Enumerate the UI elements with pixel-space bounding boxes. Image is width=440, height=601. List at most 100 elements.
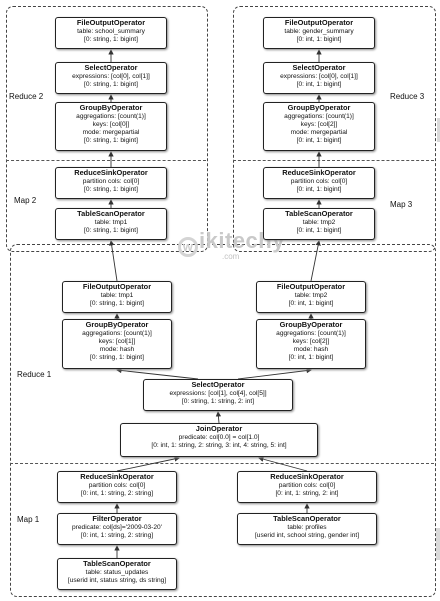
node-title: TableScanOperator — [83, 559, 151, 568]
node-title: SelectOperator — [84, 63, 138, 72]
node-line: partition cols: col[0] — [88, 481, 146, 489]
node-title: GroupByOperator — [279, 320, 343, 329]
select-operator-node: SelectOperator expressions: [col[0], col… — [55, 62, 167, 94]
node-line: expressions: [col[0], col[1]] — [280, 72, 358, 80]
group-by-operator-node: GroupByOperator aggregations: [count(1)]… — [62, 319, 172, 369]
reduce-sink-operator-node: ReduceSinkOperator partition cols: col[0… — [263, 167, 375, 199]
node-line: [0: int, 1: string, 2: string] — [80, 531, 154, 539]
flow-arrow-r1_select-to-r1_groupby1 — [116, 367, 199, 380]
reduce-sink-operator-node: ReduceSinkOperator partition cols: col[0… — [55, 167, 167, 199]
group-by-operator-node: GroupByOperator aggregations: [count(1)]… — [55, 102, 167, 151]
node-line: table: tmp1 — [94, 218, 128, 226]
node-title: GroupByOperator — [85, 320, 149, 329]
node-line: aggregations: [count(1)] — [82, 329, 152, 337]
node-line: aggregations: [count(1)] — [284, 112, 354, 120]
node-title: GroupByOperator — [287, 103, 351, 112]
node-line: aggregations: [count(1)] — [76, 112, 146, 120]
node-line: table: school_summary — [77, 27, 145, 35]
node-line: [userid int, school string, gender int] — [254, 531, 360, 539]
node-line: aggregations: [count(1)] — [276, 329, 346, 337]
select-operator-node: SelectOperator expressions: [col[1], col… — [143, 379, 293, 411]
stage-1-box — [10, 244, 436, 597]
reduce-sink-operator-node: ReduceSinkOperator partition cols: col[0… — [237, 471, 377, 503]
node-line: [0: string, 1: bigint] — [84, 35, 138, 43]
node-line: table: tmp1 — [100, 291, 134, 299]
table-scan-operator-node: TableScanOperator table: profiles [useri… — [237, 513, 377, 545]
node-title: FileOutputOperator — [284, 18, 354, 27]
table-scan-operator-node: TableScanOperator table: tmp1 [0: string… — [55, 208, 167, 240]
node-line: predicate: col[ds]='2009-03-20' — [72, 523, 162, 531]
flow-arrow-r1_fileout2-to-m3_tablescan — [310, 240, 321, 282]
node-line: [0: string, 1: bigint] — [84, 185, 138, 193]
node-line: [0: string, 1: bigint] — [90, 299, 144, 307]
node-line: [0: string, 1: bigint] — [84, 226, 138, 234]
node-title: FileOutputOperator — [76, 18, 146, 27]
node-line: [0: int, 1: bigint] — [296, 35, 342, 43]
node-title: TableScanOperator — [285, 209, 353, 218]
node-title: FileOutputOperator — [276, 282, 346, 291]
node-line: keys: [col[2]] — [300, 120, 338, 128]
file-output-operator-node: FileOutputOperator table: school_summary… — [55, 17, 167, 49]
node-title: TableScanOperator — [273, 514, 341, 523]
node-line: [0: int, 1: string, 2: int] — [275, 489, 339, 497]
node-line: [0: string, 1: string, 2: int] — [181, 397, 255, 405]
node-line: expressions: [col[0], col[1]] — [72, 72, 150, 80]
node-line: partition cols: col[0] — [278, 481, 336, 489]
node-line: mode: hash — [99, 345, 135, 353]
map-2-label: Map 2 — [14, 196, 37, 205]
node-line: table: status_updates — [85, 568, 149, 576]
stage-1-divider — [10, 463, 434, 464]
node-line: predicate: col[0.0] = col[1.0] — [178, 433, 260, 441]
group-by-operator-node: GroupByOperator aggregations: [count(1)]… — [263, 102, 375, 151]
node-title: JoinOperator — [195, 424, 243, 433]
join-operator-node: JoinOperator predicate: col[0.0] = col[1… — [120, 423, 318, 457]
map-3-label: Map 3 — [390, 200, 413, 209]
node-line: [0: int, 1: bigint] — [296, 136, 342, 144]
node-line: keys: [col[0]] — [92, 120, 130, 128]
flow-arrow-m1_reducesink1-to-r1_join — [116, 456, 180, 472]
table-scan-operator-node: TableScanOperator table: tmp2 [0: int, 1… — [263, 208, 375, 240]
node-title: TableScanOperator — [77, 209, 145, 218]
node-line: expressions: [col[1], col[4], col[5]] — [169, 389, 267, 397]
node-line: [0: int, 1: bigint] — [296, 80, 342, 88]
file-output-operator-node: FileOutputOperator table: tmp1 [0: strin… — [62, 281, 172, 313]
node-line: keys: [col[1]] — [98, 337, 136, 345]
select-operator-node: SelectOperator expressions: [col[0], col… — [263, 62, 375, 94]
node-line: mode: mergepartial — [82, 128, 140, 136]
stage-3-divider — [233, 160, 434, 161]
reduce-2-label: Reduce 2 — [9, 92, 44, 101]
filter-operator-node: FilterOperator predicate: col[ds]='2009-… — [57, 513, 177, 545]
node-line: table: profiles — [287, 523, 327, 531]
node-title: GroupByOperator — [79, 103, 143, 112]
node-line: [0: int, 1: bigint] — [288, 353, 334, 361]
reduce-3-label: Reduce 3 — [390, 92, 425, 101]
node-line: [0: int, 1: string, 2: string] — [80, 489, 154, 497]
node-line: [0: string, 1: bigint] — [84, 80, 138, 88]
page-edge-mark — [436, 528, 440, 560]
watermark-sub: .com — [222, 252, 240, 261]
node-line: [0: int, 1: bigint] — [288, 299, 334, 307]
flow-arrow-m1_reducesink2-to-r1_join — [258, 456, 308, 472]
node-title: ReduceSinkOperator — [282, 168, 356, 177]
node-title: FilterOperator — [92, 514, 142, 523]
flow-arrow-r1_select-to-r1_groupby2 — [237, 367, 312, 380]
stage-3-box — [233, 6, 436, 252]
node-line: [0: int, 1: bigint] — [296, 185, 342, 193]
flow-arrow-r1_join-to-r1_select — [215, 411, 222, 424]
node-line: partition cols: col[0] — [290, 177, 348, 185]
node-title: ReduceSinkOperator — [270, 472, 344, 481]
group-by-operator-node: GroupByOperator aggregations: [count(1)]… — [256, 319, 366, 369]
node-title: SelectOperator — [292, 63, 346, 72]
node-line: [0: int, 1: string, 2: string, 3: int, 4… — [151, 441, 287, 449]
node-line: mode: hash — [293, 345, 329, 353]
node-line: [0: int, 1: bigint] — [296, 226, 342, 234]
flow-arrow-r1_fileout1-to-m2_tablescan — [108, 240, 118, 282]
table-scan-operator-node: TableScanOperator table: status_updates … — [57, 558, 177, 590]
node-line: [0: string, 1: bigint] — [84, 136, 138, 144]
stage-2-divider — [6, 160, 206, 161]
map-1-label: Map 1 — [17, 515, 40, 524]
node-line: keys: [col[2]] — [292, 337, 330, 345]
stage-2-box — [6, 6, 208, 252]
